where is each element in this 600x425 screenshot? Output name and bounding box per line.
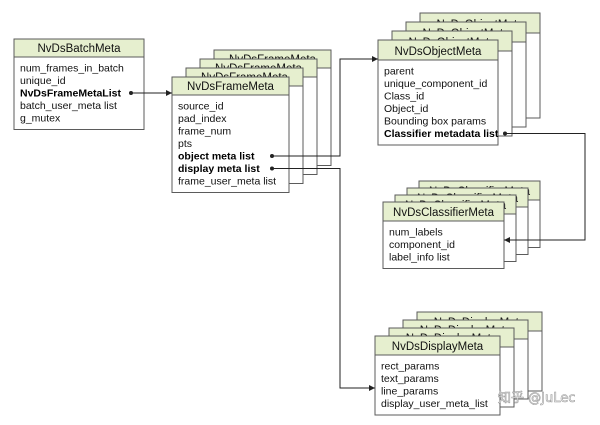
frame-field: source_id bbox=[178, 101, 224, 113]
object-field: parent bbox=[384, 66, 414, 78]
frame-box-title: NvDsFrameMeta bbox=[187, 81, 275, 93]
frame-to-display-arrowhead bbox=[369, 385, 375, 391]
object-field: Object_id bbox=[384, 103, 429, 115]
display-field: rect_params bbox=[381, 361, 439, 373]
batch-box-header bbox=[13, 38, 145, 58]
batch-field: NvDsFrameMetaList bbox=[20, 88, 121, 100]
frame-to-display-connector bbox=[272, 168, 375, 389]
display-field: display_user_meta_list bbox=[381, 398, 488, 410]
display-box-title: NvDsDisplayMeta bbox=[392, 341, 484, 353]
object-box-title: NvDsObjectMeta bbox=[395, 46, 483, 58]
object-field: Class_id bbox=[384, 91, 424, 103]
frame-field: frame_num bbox=[178, 126, 231, 138]
classifier-field: component_id bbox=[389, 239, 455, 251]
batch-field: g_mutex bbox=[20, 113, 61, 125]
frame-field: pts bbox=[178, 138, 192, 150]
frame-field: frame_user_meta list bbox=[178, 176, 276, 188]
display-field: line_params bbox=[381, 386, 438, 398]
batch-field: num_frames_in_batch bbox=[20, 63, 124, 75]
connectors bbox=[129, 56, 586, 391]
object-field: Classifier metadata list bbox=[384, 128, 499, 140]
display-box-header bbox=[374, 335, 501, 356]
display-field: text_params bbox=[381, 373, 439, 385]
classifier-field: label_info list bbox=[389, 252, 450, 264]
batch-field: unique_id bbox=[20, 75, 66, 87]
frame-field: object meta list bbox=[178, 151, 255, 163]
classifier-box-title: NvDsClassifierMeta bbox=[393, 207, 495, 219]
frame-field: display meta list bbox=[178, 163, 260, 175]
classifier-field: num_labels bbox=[389, 227, 443, 239]
frame-to-object-connector bbox=[272, 58, 378, 157]
object-field: Bounding box params bbox=[384, 116, 486, 128]
batch-meta-box: NvDsBatchMeta num_frames_in_batchunique_i… bbox=[13, 38, 145, 130]
frame-field: pad_index bbox=[178, 113, 227, 125]
watermark: 知乎 @JuLec bbox=[498, 390, 575, 406]
classifier-box-header bbox=[382, 201, 505, 222]
classifier-meta-box: NvDsClassifierMeta num_labelscomponent_id… bbox=[382, 201, 505, 269]
batch-to-frame-arrowhead bbox=[166, 90, 172, 96]
batch-box-title: NvDsBatchMeta bbox=[37, 43, 121, 55]
batch-field: batch_user_meta list bbox=[20, 100, 117, 112]
classifier-meta-stack: NvDsClassifierMetaNvDsClassifierMetaNvDs… bbox=[382, 180, 541, 269]
object-meta-box: NvDsObjectMetaparentunique_component_idC… bbox=[377, 39, 499, 146]
object-to-classifier-connector bbox=[504, 133, 586, 241]
display-meta-stack: NvDsDisplayMetaNvDsDisplayMetaNvDsDispla… bbox=[374, 311, 543, 416]
object-meta-stack: NvDsObjectMetaNvDsObjectMetaNvDsObjectMe… bbox=[377, 12, 541, 146]
frame-box-header bbox=[171, 76, 290, 96]
frame-meta-box: NvDsFrameMeta source_idpad_indexframe_num… bbox=[171, 76, 290, 193]
frame-to-object-arrowhead bbox=[372, 56, 378, 62]
display-meta-box: NvDsDisplayMeta rect_paramstext_paramslin… bbox=[374, 335, 501, 416]
object-box-header bbox=[377, 39, 499, 61]
object-to-classifier-arrowhead bbox=[504, 237, 510, 243]
frame-meta-stack: NvDsFrameMetaNvDsFrameMetaNvDsFrameMetaN… bbox=[171, 49, 332, 193]
object-field: unique_component_id bbox=[384, 78, 487, 90]
batch-meta-stack: NvDsBatchMeta num_frames_in_batchunique_i… bbox=[13, 38, 145, 130]
